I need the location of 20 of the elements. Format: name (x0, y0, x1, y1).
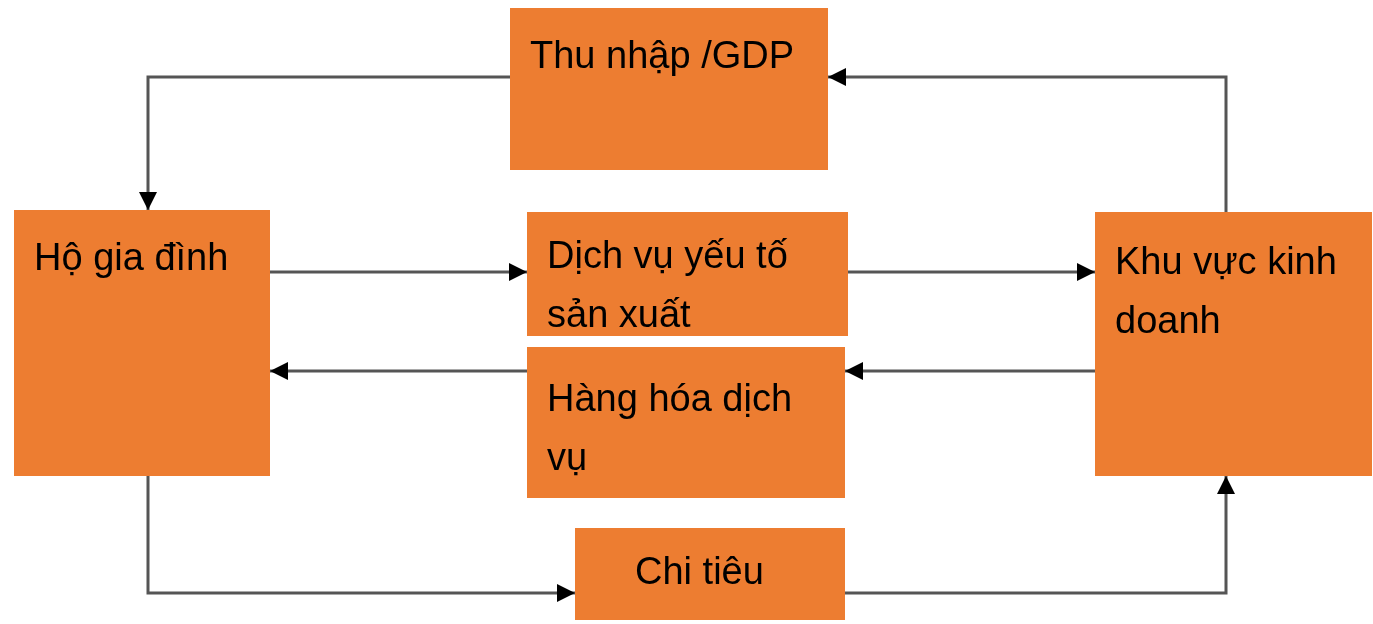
box-label: Dịch vụ yếu tố sản xuất (547, 233, 789, 337)
box-label: Hộ gia đình (34, 235, 230, 280)
arrow (845, 476, 1235, 595)
arrow (828, 68, 1228, 212)
arrow (845, 362, 1095, 380)
process-box (527, 212, 848, 336)
process-box (14, 210, 270, 476)
box-label: Thu nhập /GDP (530, 33, 796, 78)
arrow (139, 75, 510, 210)
process-box (575, 528, 845, 620)
box-label: Chi tiêu (635, 549, 765, 594)
box-label: Hàng hóa dịch vụ (547, 376, 794, 480)
process-box (510, 8, 828, 170)
process-box (1095, 212, 1372, 476)
arrow (848, 263, 1095, 281)
box-label: Khu vực kinh doanh (1115, 239, 1338, 343)
arrow (270, 263, 527, 281)
arrow (146, 476, 575, 602)
arrow (270, 362, 527, 380)
process-box (527, 347, 845, 498)
